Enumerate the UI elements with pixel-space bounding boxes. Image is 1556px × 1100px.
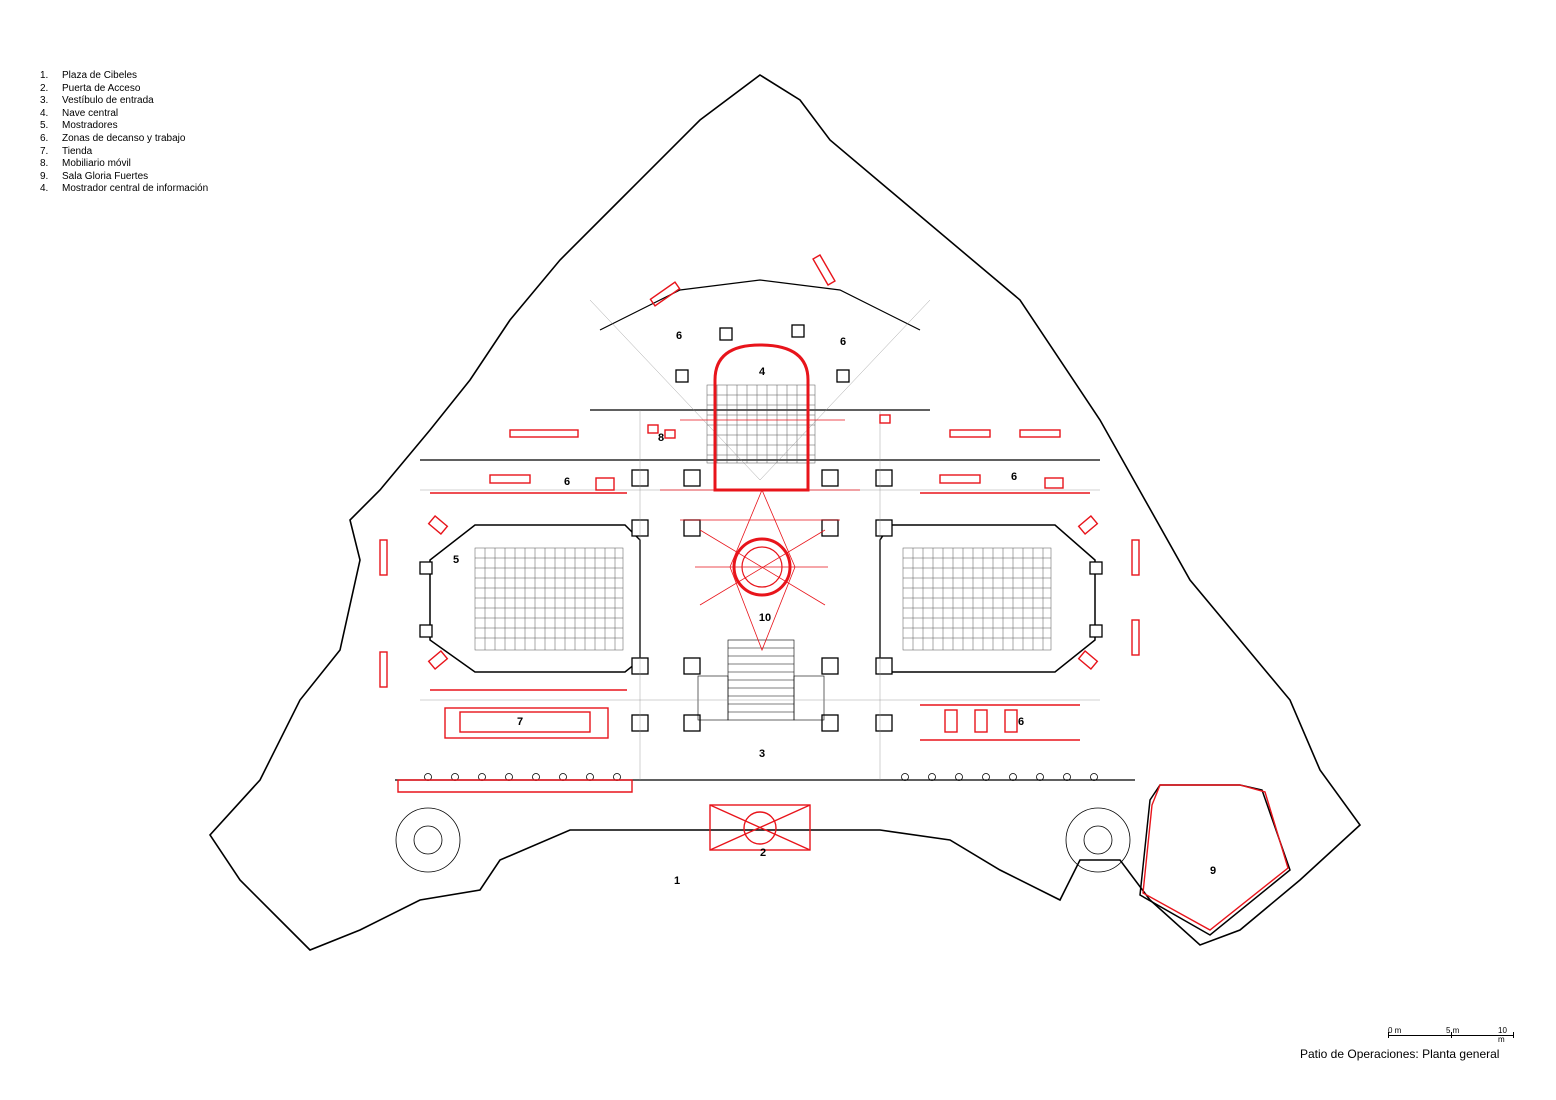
legend-item: 9.Sala Gloria Fuertes: [40, 170, 149, 182]
zone-label-8: 8: [657, 432, 665, 444]
zone-label-6: 6: [839, 336, 847, 348]
legend-item: 2.Puerta de Acceso: [40, 82, 141, 94]
skylight-right: [902, 547, 1052, 651]
legend-item: 8.Mobiliario móvil: [40, 158, 131, 170]
scale-mark: [1513, 1032, 1514, 1038]
legend-item: 1.Plaza de Cibeles: [40, 70, 138, 81]
hall-left: [429, 524, 641, 673]
skylight-left: [474, 547, 624, 651]
legend-item: 3.Vestíbulo de entrada: [40, 95, 154, 107]
shop-counter: [444, 707, 609, 739]
intervention: [379, 254, 1289, 931]
legend-item: 6.Zonas de decanso y trabajo: [40, 132, 186, 144]
scale-bar: 0 m 5 m 10 m: [1388, 1022, 1514, 1044]
zone-label-6: 6: [1017, 716, 1025, 728]
legend: 1.Plaza de Cibeles 2.Puerta de Acceso 3.…: [40, 70, 208, 196]
facade-counter: [397, 779, 633, 793]
zone-label-10: 10: [758, 612, 772, 624]
spiral-stairs: [395, 807, 1131, 873]
zone-label-2: 2: [759, 847, 767, 859]
star-pattern: [660, 419, 860, 652]
sala-red-outline: [1142, 784, 1289, 931]
skylight-north: [706, 384, 816, 464]
zone-label-4: 4: [758, 366, 766, 378]
nave-central-enclosure: [713, 343, 810, 492]
zone-label-6: 6: [675, 330, 683, 342]
zone-label-3: 3: [758, 748, 766, 760]
central-stair: [697, 639, 825, 721]
zone-label-6: 6: [563, 476, 571, 488]
scale-mark: [1388, 1032, 1389, 1038]
building-outline: [208, 74, 1362, 951]
legend-item: 5.Mostradores: [40, 120, 118, 132]
legend-item: 7.Tienda: [40, 145, 93, 157]
zone-label-1: 1: [673, 875, 681, 887]
scale-mark: [1451, 1032, 1452, 1038]
counter-line: [430, 492, 1090, 741]
inner-wall: [395, 279, 1135, 781]
sala-gloria-fuertes: [1139, 784, 1291, 936]
plan-title: Patio de Operaciones: Planta general: [1300, 1047, 1500, 1061]
scale-tick-0: 0 m: [1388, 1026, 1402, 1035]
zone-label-5: 5: [452, 554, 460, 566]
zone-label-6: 6: [1010, 471, 1018, 483]
zone-label-7: 7: [516, 716, 524, 728]
legend-item: 4.Mostrador central de información: [40, 183, 209, 195]
zone-label-9: 9: [1209, 865, 1217, 877]
scale-tick-5: 5 m: [1446, 1026, 1460, 1035]
legend-item: 4.Nave central: [40, 107, 119, 119]
scale-tick-10: 10 m: [1498, 1026, 1507, 1044]
columns: [419, 324, 1103, 732]
entrance-vestibule: [709, 804, 811, 851]
